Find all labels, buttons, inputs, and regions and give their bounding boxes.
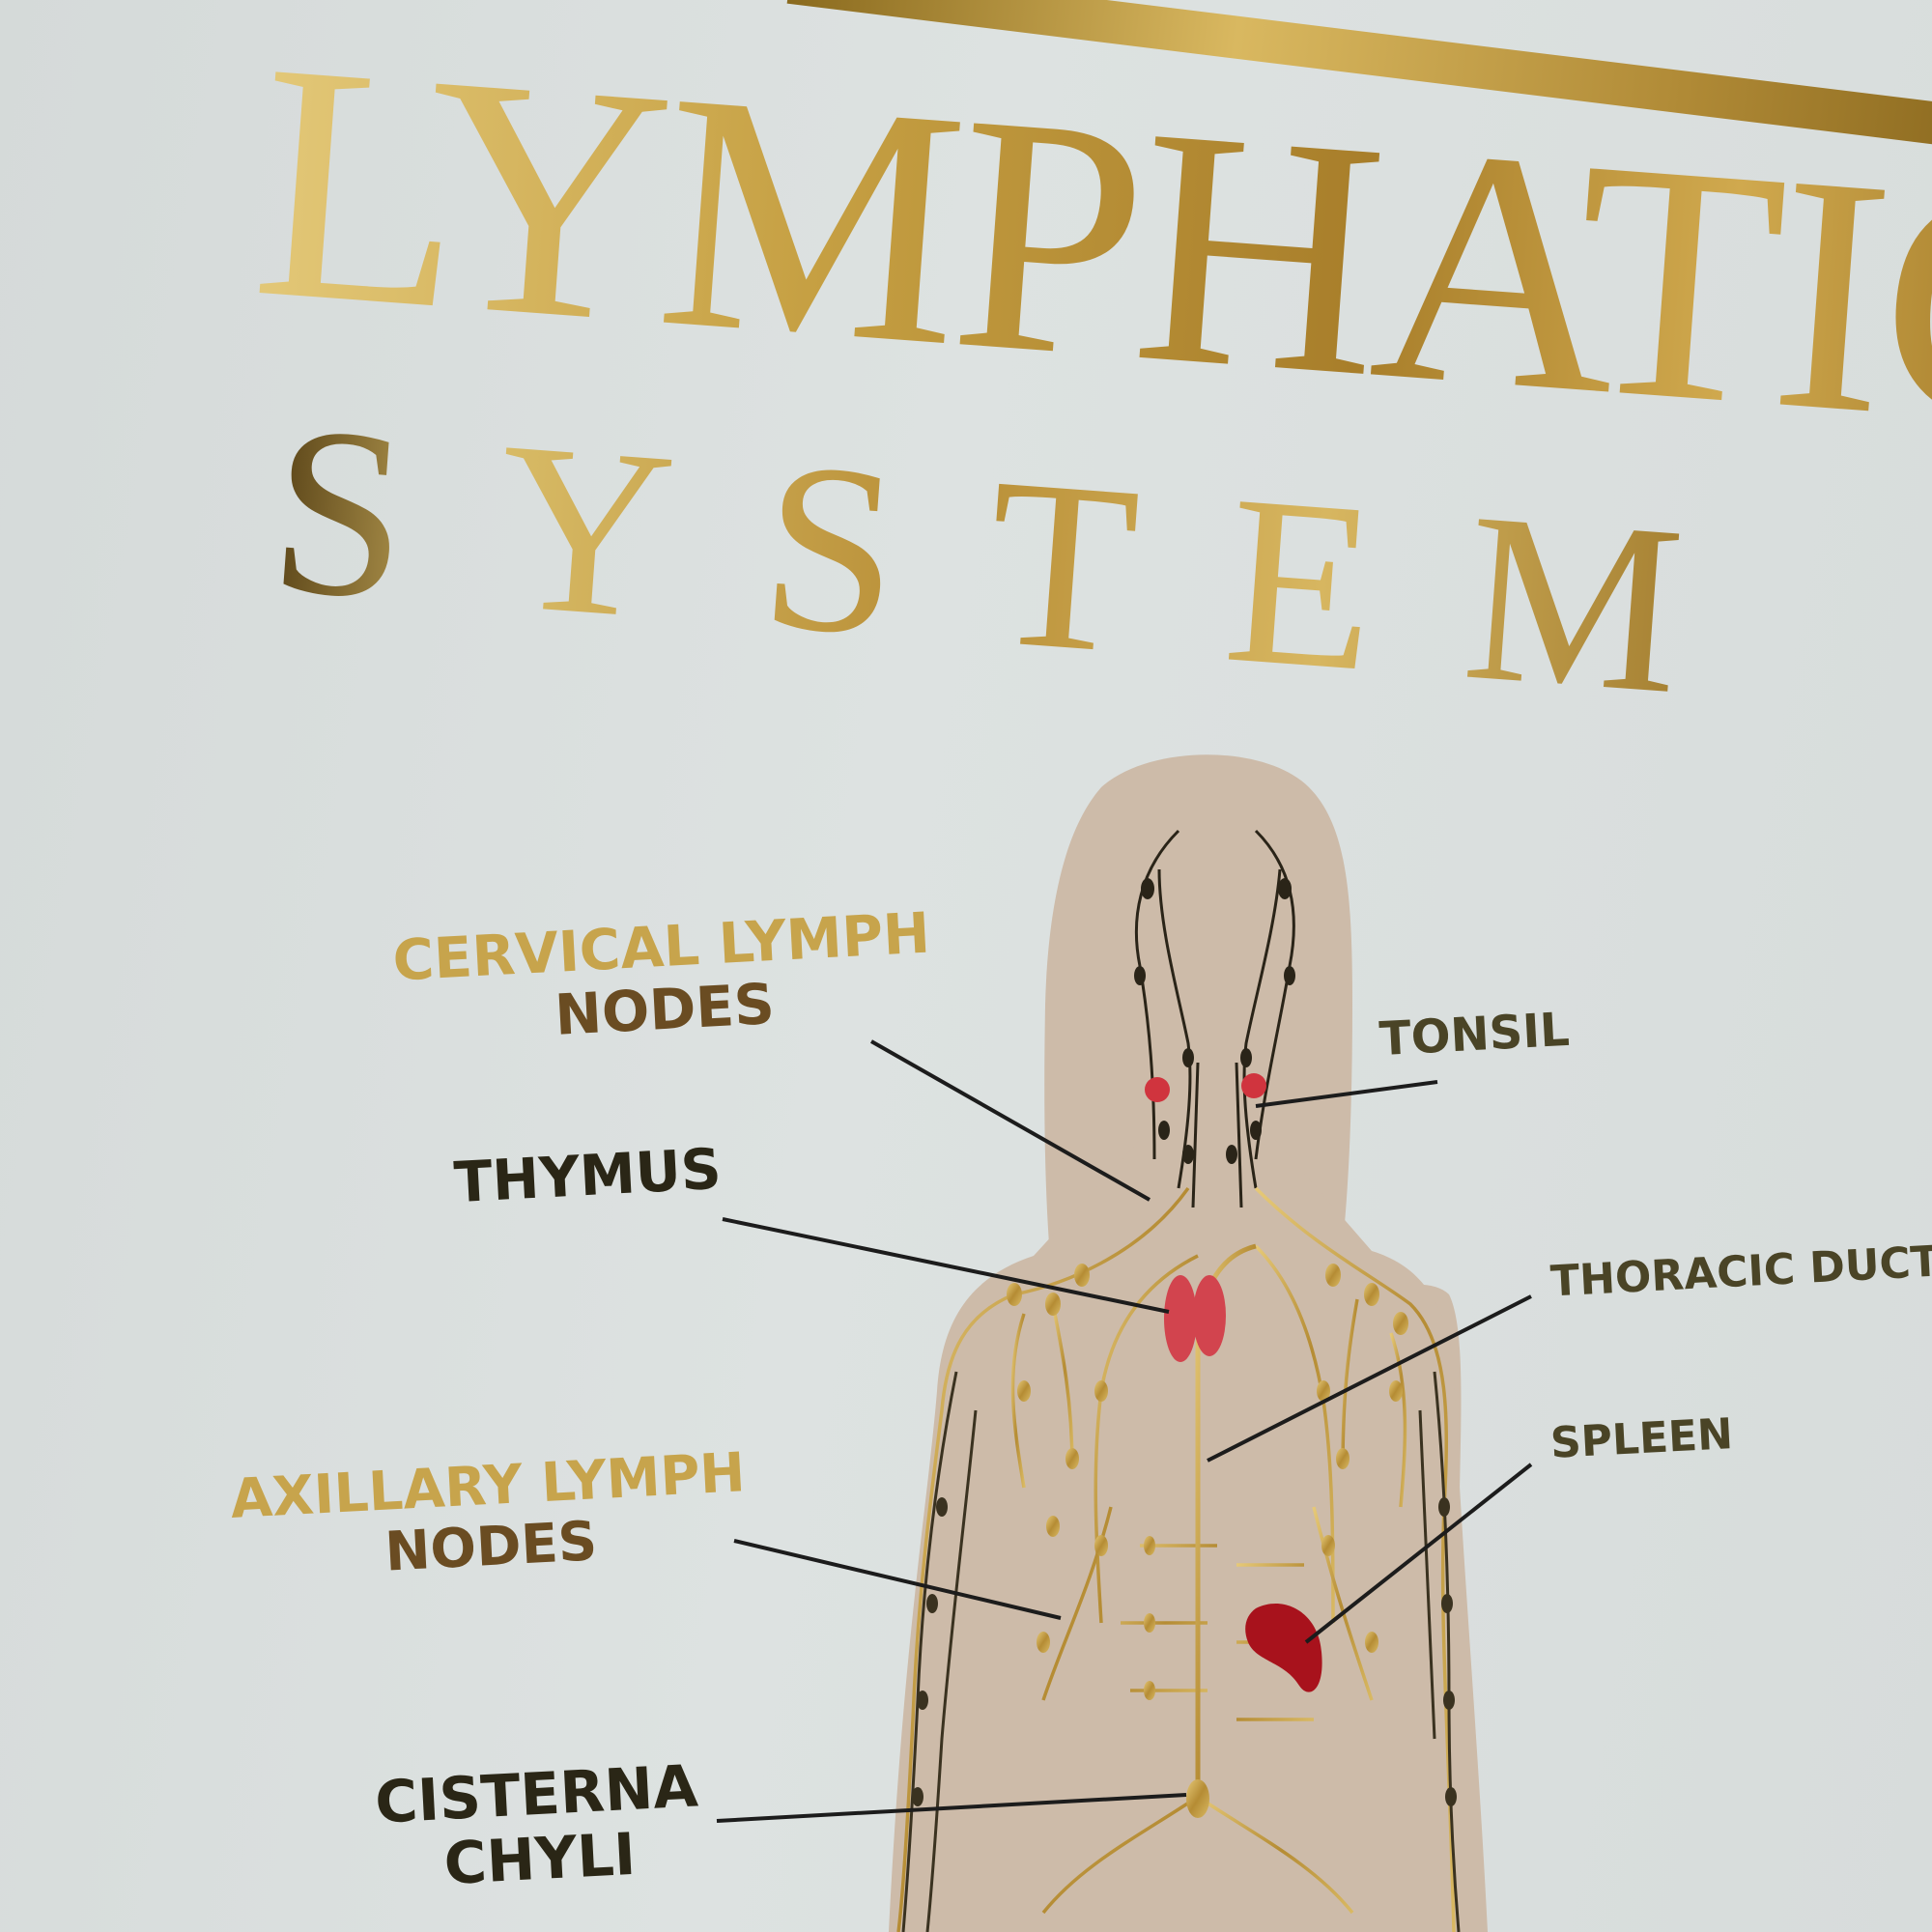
leader-line-spleen <box>1304 1463 1533 1644</box>
torso-lymph-nodes <box>1007 1264 1408 1700</box>
tonsil-right <box>1241 1073 1266 1098</box>
leader-line-cisterna <box>716 1793 1187 1823</box>
spleen-organ <box>1245 1604 1322 1692</box>
leader-line-cervical <box>870 1039 1151 1202</box>
body-shoulders <box>889 1140 1488 1932</box>
leader-line-tonsil <box>1255 1080 1438 1108</box>
leader-line-thoracic-duct <box>1207 1294 1532 1463</box>
tonsil-left <box>1145 1077 1170 1102</box>
label-tonsil: TONSIL <box>1378 1002 1572 1067</box>
label-spleen: SPLEEN <box>1548 1409 1735 1468</box>
arm-lymph-nodes <box>912 1497 1457 1806</box>
leader-line-axillary <box>733 1539 1062 1620</box>
label-cisterna-chyli: CISTERNA CHYLI <box>374 1752 703 1901</box>
cisterna-chyli-organ <box>1186 1779 1209 1818</box>
head-lymph-nodes <box>1134 878 1295 1164</box>
thymus-organ <box>1164 1275 1226 1362</box>
leader-lines <box>716 1039 1533 1823</box>
leader-line-thymus <box>722 1217 1170 1314</box>
label-thymus: THYMUS <box>452 1135 724 1216</box>
